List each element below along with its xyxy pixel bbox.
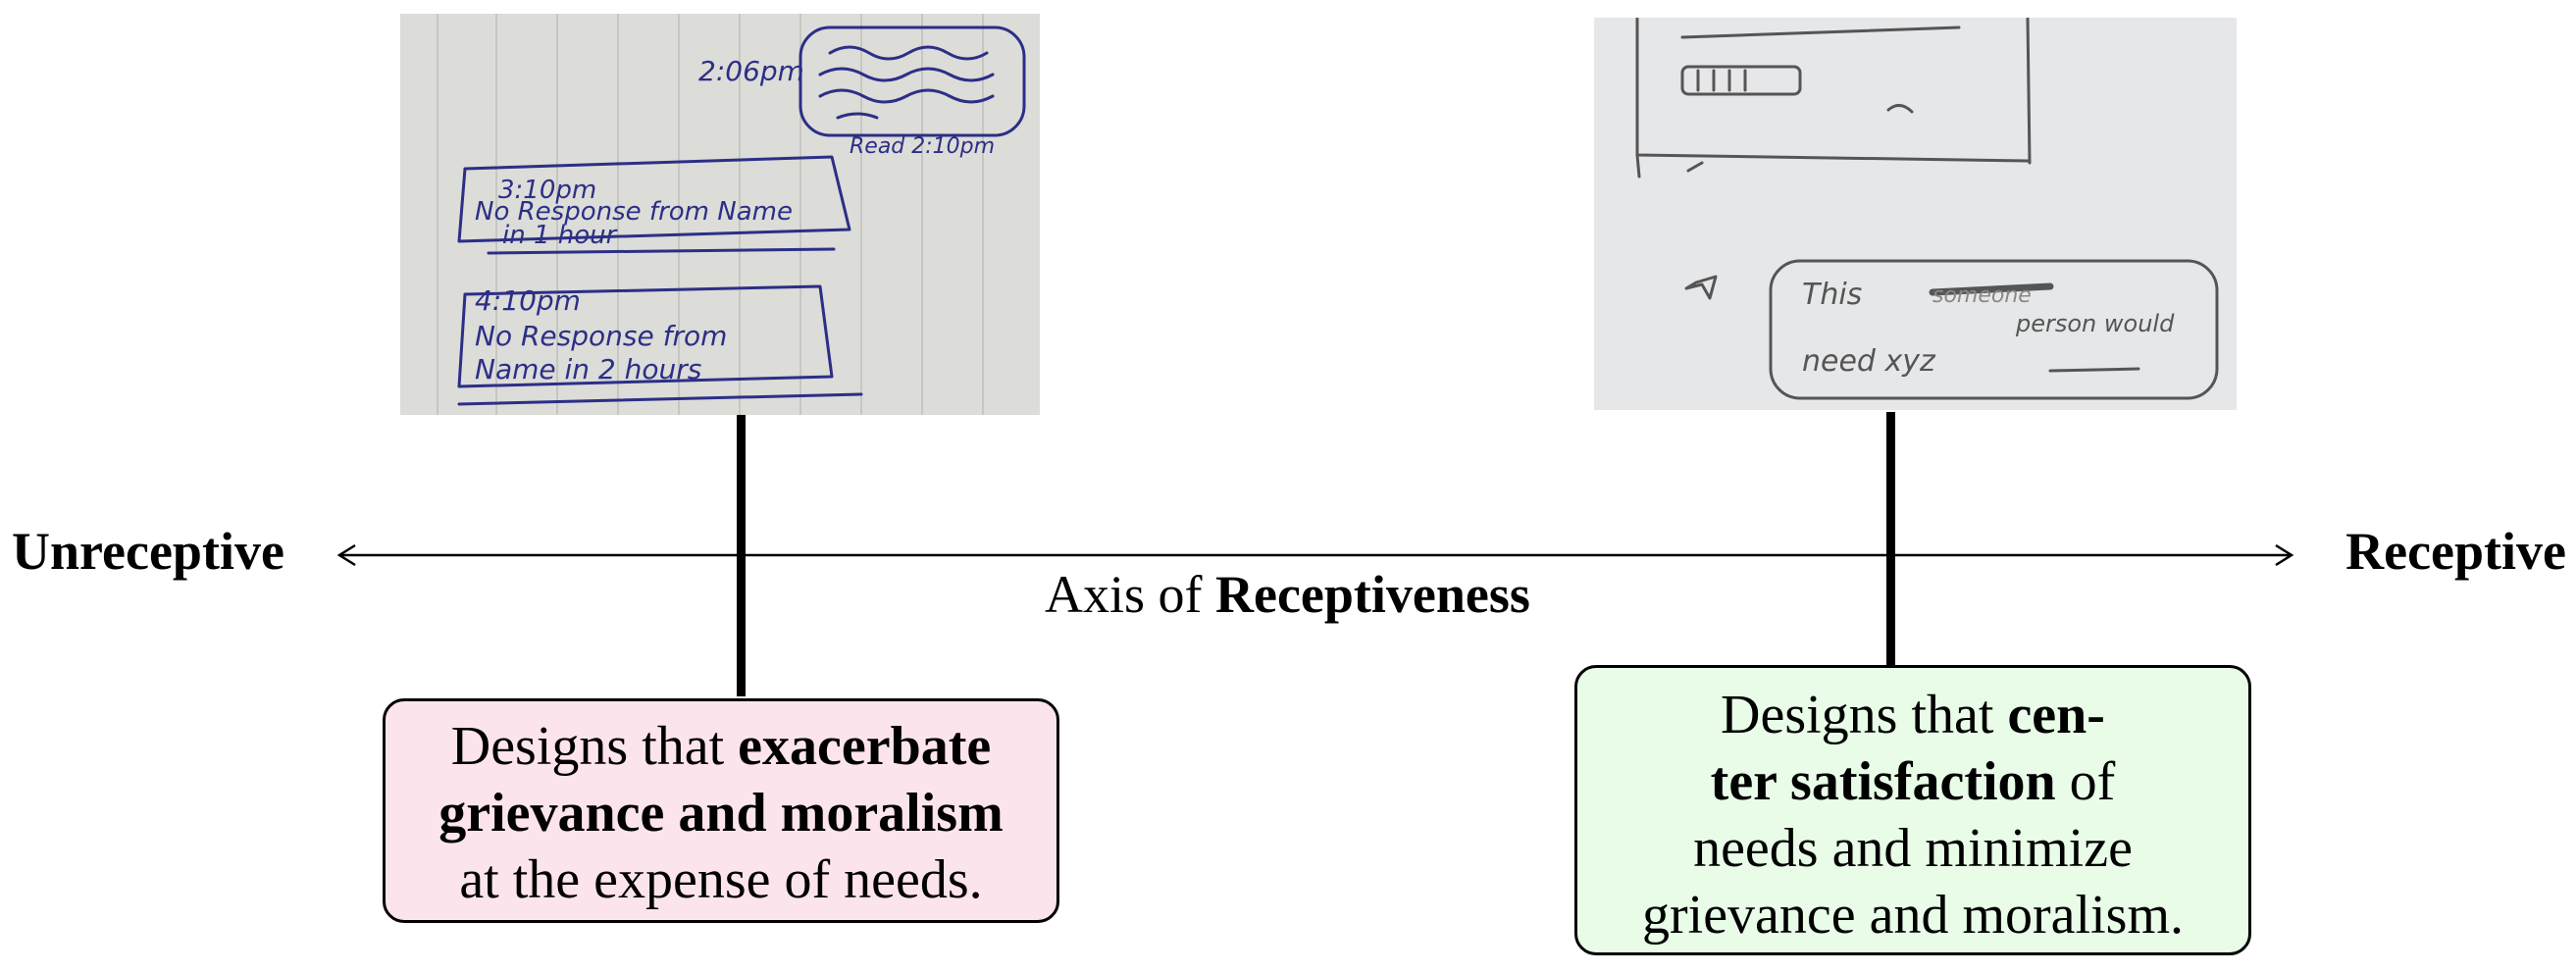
sketch-bubble-line1: This <box>1802 278 1862 312</box>
card-right-line1: Designs that cen- <box>1577 682 2248 748</box>
pole-left <box>737 415 746 696</box>
card-right-line1-bold: cen- <box>2007 685 2105 745</box>
card-right-line1-plain: Designs that <box>1721 685 1994 745</box>
sketch-read-label: Read 2:10pm <box>850 134 995 159</box>
card-left-line1-bold: exacerbate <box>738 716 992 777</box>
sketch-time-top: 2:06pm <box>698 55 804 87</box>
sketch-suggestion-drawing: This someone person would need xyz <box>1594 18 2237 410</box>
axis-title-bold: Receptiveness <box>1215 565 1530 624</box>
sketch-note2-line1: No Response from <box>475 320 727 352</box>
sketch-bubble-line2: need xyz <box>1802 344 1936 379</box>
sketch-note1-line1: No Response from Name <box>475 197 793 227</box>
sketch-note2-line2: Name in 2 hours <box>475 353 701 385</box>
sketch-suggestion: This someone person would need xyz <box>1594 18 2237 410</box>
axis-title-prefix: Axis of <box>1045 565 1203 624</box>
axis-label-receptive: Receptive <box>2345 522 2566 581</box>
sketch-bubble-struck: someone <box>1932 283 2032 308</box>
card-right-line2: ter satisfaction of <box>1577 748 2248 815</box>
card-left-line2: grievance and moralism <box>438 783 1004 844</box>
pole-right <box>1886 412 1895 665</box>
sketch-notifications: 2:06pm Read 2:10pm 3:10pm No Response fr… <box>400 14 1040 415</box>
axis-label-unreceptive: Unreceptive <box>12 522 284 581</box>
card-unreceptive: Designs that exacerbate grievance and mo… <box>383 698 1059 923</box>
card-receptive: Designs that cen- ter satisfaction of ne… <box>1574 665 2251 955</box>
sketch-note1-line2: in 1 hour <box>502 221 619 250</box>
card-right-line4: grievance and moralism. <box>1641 885 2184 946</box>
card-left-line1: Designs that exacerbate <box>386 713 1056 780</box>
card-right-line2-plain: of <box>2069 751 2116 812</box>
sketch-note2-time: 4:10pm <box>475 284 581 317</box>
sketch-note1-time: 3:10pm <box>498 176 596 205</box>
axis-arrow-right-icon <box>2275 543 2294 567</box>
axis-title: Axis of Receptiveness <box>1045 562 1530 627</box>
card-right-line2-bold: ter satisfaction <box>1710 751 2056 812</box>
card-left-line3: at the expense of needs. <box>459 849 983 910</box>
card-left-line1-plain: Designs that <box>450 716 725 777</box>
card-right-line3: needs and minimize <box>1693 818 2133 879</box>
axis-arrow-left-icon <box>336 543 356 567</box>
sketch-bubble-line1b: person would <box>2015 310 2175 337</box>
sketch-notifications-drawing: 2:06pm Read 2:10pm 3:10pm No Response fr… <box>400 14 1040 415</box>
